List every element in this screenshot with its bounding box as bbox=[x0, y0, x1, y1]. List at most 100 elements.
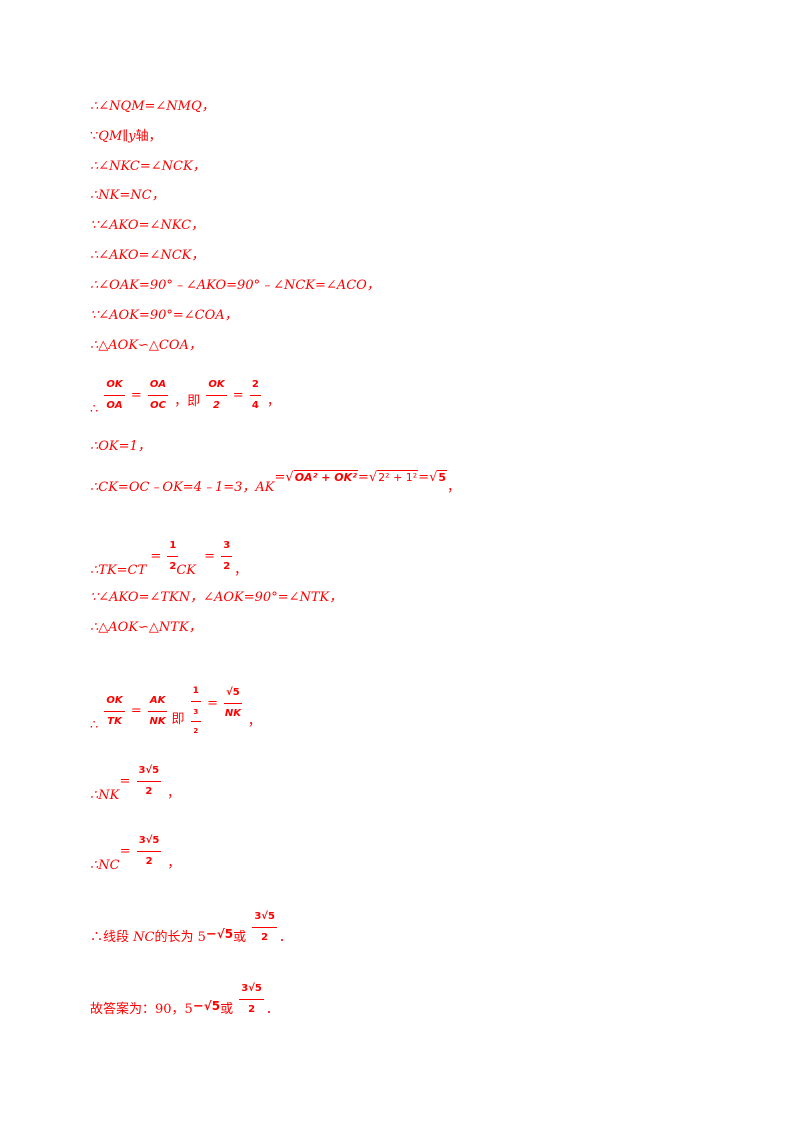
sqrt-2sq-1sq: √2² + 1² bbox=[368, 470, 419, 485]
or-text: 或 bbox=[220, 1002, 234, 1017]
equals-sign: = bbox=[150, 549, 162, 564]
fraction-denominator: 2 bbox=[261, 932, 269, 943]
fraction-denominator: 2 bbox=[213, 400, 221, 411]
step-5: ∵∠AKO=∠NKC， bbox=[90, 218, 205, 233]
axis-label: 轴， bbox=[135, 129, 162, 144]
radicand: OA² + OK² bbox=[293, 470, 358, 484]
sqrt-5: √5 bbox=[203, 999, 221, 1013]
step-11: ∴OK=1， bbox=[90, 439, 151, 454]
length-text: 的长为 5 bbox=[154, 930, 206, 945]
therefore-symbol: ∴ bbox=[90, 402, 99, 417]
fraction-denominator: 4 bbox=[251, 400, 259, 411]
ck-label: CK bbox=[176, 563, 196, 578]
equals-sign: = bbox=[130, 703, 142, 719]
result-group: = 3√5 2 bbox=[120, 832, 164, 871]
parallel-statement: QM∥y bbox=[98, 129, 136, 144]
nc-label: ∴NC bbox=[90, 858, 120, 873]
fraction-denominator: NK bbox=[149, 715, 166, 727]
step-7: ∴∠OAK=90°﹣∠AKO=90°﹣∠NCK=∠ACO， bbox=[90, 278, 380, 293]
nested-numerator: 3 bbox=[190, 703, 201, 722]
step-9: ∴△AOK∽△COA， bbox=[90, 338, 202, 353]
fraction-numerator: 1 bbox=[190, 682, 201, 702]
step-18: ∴NC = 3√5 2 ， bbox=[90, 835, 181, 885]
radicand: 2² + 1² bbox=[377, 470, 419, 484]
fraction-denominator: 2 bbox=[145, 856, 153, 867]
sqrt-oa2-ok2: √OA² + OK² bbox=[285, 470, 358, 485]
namely-text: ，即 bbox=[174, 394, 201, 409]
step-3: ∴∠NKC=∠NCK， bbox=[90, 159, 206, 174]
fraction-denominator: 2 bbox=[248, 1004, 256, 1015]
minus-sign: − bbox=[205, 927, 217, 942]
fraction-numerator: 3√5 bbox=[136, 832, 162, 852]
fraction-oa-oc: OA OC bbox=[147, 376, 169, 415]
namely-text: 即 bbox=[171, 711, 185, 727]
step-12: ∴CK=OC﹣OK=4﹣1=3，AK=√OA² + OK²=√2² + 1²=√… bbox=[90, 470, 461, 497]
nc-label: NC bbox=[133, 930, 155, 945]
fraction-denominator: 2 bbox=[223, 561, 231, 572]
equals-sign: = bbox=[418, 470, 430, 485]
sqrt-5: √5 bbox=[216, 927, 234, 941]
fraction-denominator: TK bbox=[107, 715, 122, 727]
equals-sign: = bbox=[207, 695, 218, 711]
period: ． bbox=[265, 1002, 279, 1017]
fraction-denominator: 2 bbox=[169, 561, 177, 572]
minus-sign: − bbox=[192, 999, 204, 1014]
fraction-numerator: 1 bbox=[167, 537, 179, 557]
fraction-numerator: AK bbox=[147, 692, 168, 712]
fraction-numerator: OA bbox=[147, 376, 169, 396]
equals-sign: = bbox=[357, 470, 369, 485]
answer-prefix: 故答案为：90，5 bbox=[90, 1002, 193, 1017]
sqrt-5: √5 bbox=[429, 470, 448, 485]
step-4: ∴NK=NC， bbox=[90, 188, 165, 203]
or-text: 或 bbox=[233, 930, 247, 945]
period: ． bbox=[278, 930, 292, 945]
fraction-numerator: OK bbox=[104, 376, 125, 396]
equals-sign: = bbox=[130, 388, 142, 403]
fraction-numerator: OK bbox=[104, 692, 125, 712]
fraction-numerator: 3 bbox=[221, 537, 233, 557]
step-1: ∴∠NQM=∠NMQ， bbox=[90, 99, 215, 114]
fraction-numerator: 3√5 bbox=[252, 908, 277, 928]
tk-statement: ∴TK=CT bbox=[90, 563, 147, 578]
radicand: 5 bbox=[437, 470, 448, 484]
because-symbol: ∵ bbox=[90, 129, 99, 144]
comma: ， bbox=[234, 563, 248, 578]
equals-sign: = bbox=[119, 844, 131, 859]
comma: ， bbox=[167, 856, 181, 871]
fraction-denominator: OA bbox=[106, 400, 123, 411]
step-14: ∵∠AKO=∠TKN，∠AOK=90°=∠NTK， bbox=[90, 590, 343, 605]
fraction-denominator: NK bbox=[224, 707, 241, 719]
step-8: ∵∠AOK=90°=∠COA， bbox=[90, 308, 238, 323]
conclusion-prefix: ∴线段 bbox=[90, 930, 130, 945]
comma: ， bbox=[247, 713, 261, 729]
fraction-denominator: OC bbox=[150, 400, 166, 411]
fraction-numerator: 2 bbox=[249, 376, 261, 396]
fraction-denominator: 2 bbox=[145, 786, 153, 797]
ck-statement: ∴CK=OC﹣OK=4﹣1=3，AK bbox=[90, 480, 275, 495]
fraction-ok-tk: OK TK bbox=[104, 692, 125, 731]
fraction-numerator: 3√5 bbox=[136, 762, 162, 782]
comma: ， bbox=[447, 480, 461, 495]
comma: ， bbox=[266, 394, 280, 409]
fraction-numerator: 3√5 bbox=[239, 980, 264, 1000]
fraction-ak-nk: AK NK bbox=[147, 692, 168, 731]
nk-label: ∴NK bbox=[90, 788, 120, 803]
